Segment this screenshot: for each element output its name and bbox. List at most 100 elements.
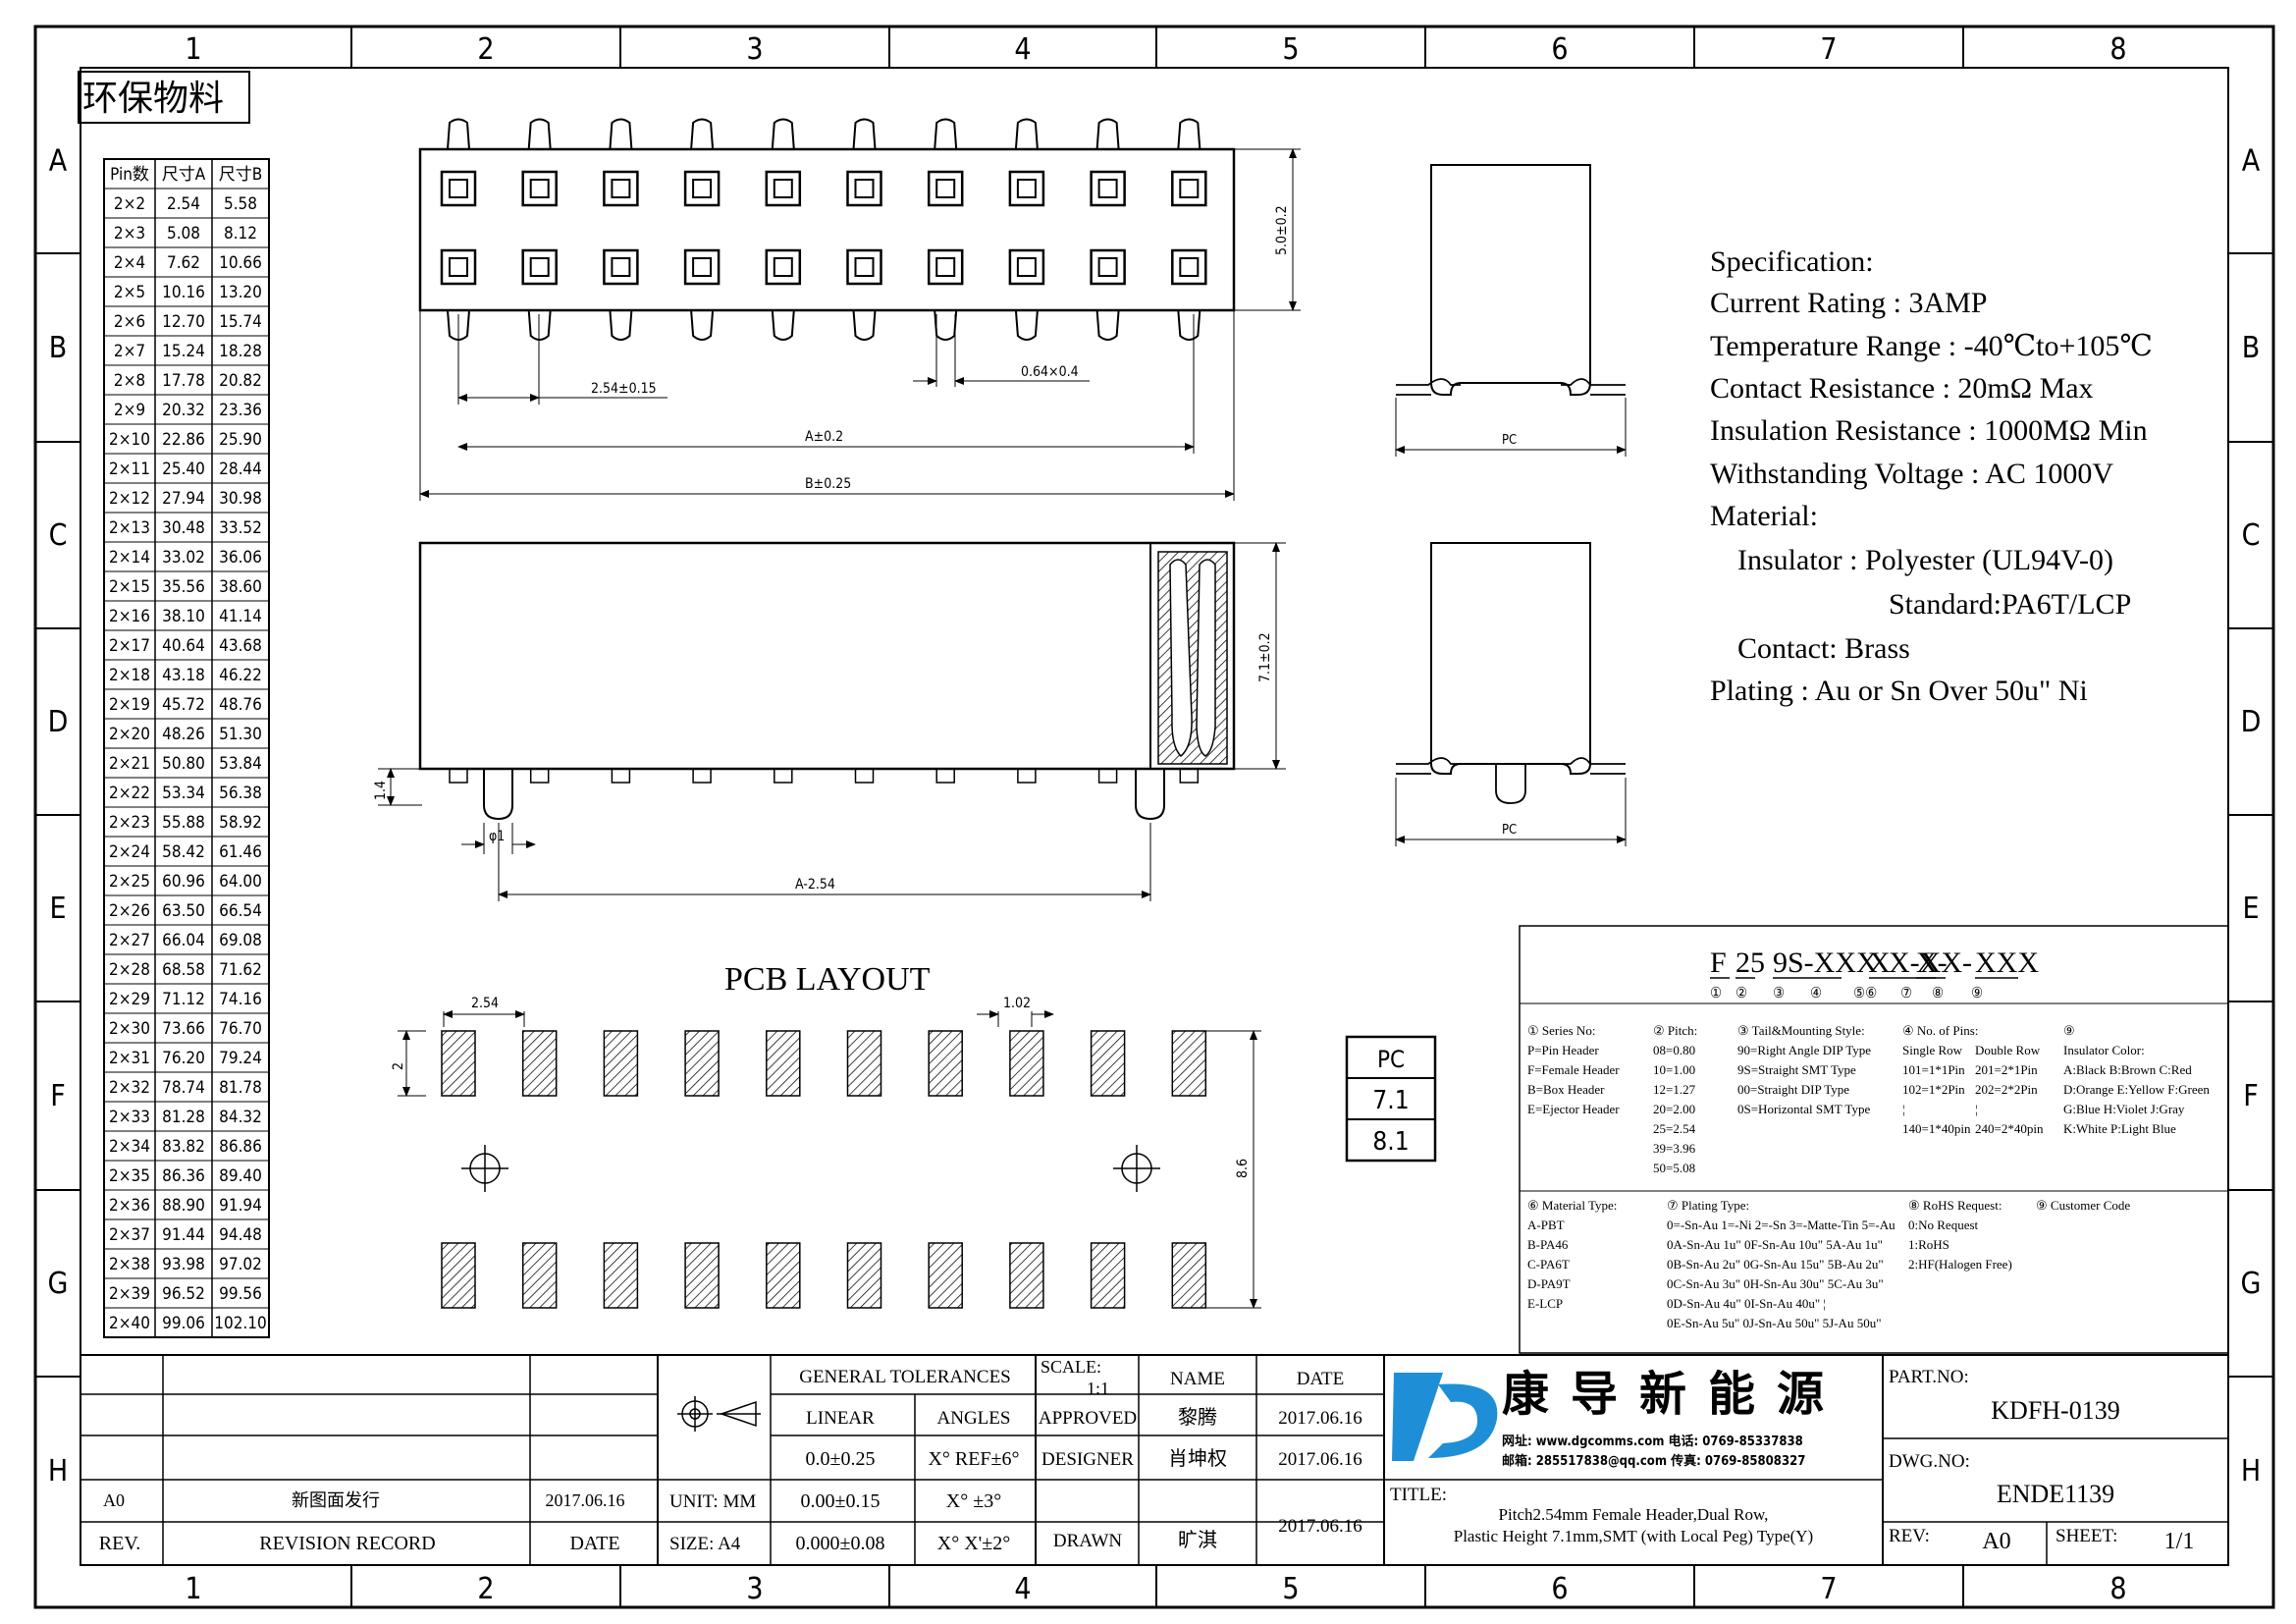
- contact-square: [1090, 170, 1126, 207]
- smt-tab: [692, 768, 712, 784]
- contact-square: [683, 248, 721, 286]
- dim-pitch: 2.54±0.15: [591, 381, 657, 397]
- size-table-cell: 73.66: [162, 1019, 205, 1039]
- drawing-number: ENDE1139: [1997, 1480, 2114, 1508]
- series-option: P=Pin Header: [1527, 1043, 1599, 1057]
- smt-tab: [449, 768, 468, 784]
- size-table-cell: 71.62: [219, 960, 262, 980]
- insulator-color-option: ⑨: [2063, 1023, 2075, 1038]
- series-option: F=Female Header: [1527, 1062, 1620, 1077]
- grid-col-label: 8: [2109, 32, 2126, 67]
- grid-row-label: C: [49, 518, 68, 553]
- title-block: [80, 1354, 2229, 1566]
- contact-square: [927, 248, 964, 286]
- pin-tip-bottom: [1095, 309, 1120, 341]
- pin-tip-top: [934, 118, 958, 150]
- spec-line: Plating : Au or Sn Over 50u" Ni: [1710, 675, 2088, 707]
- contact-square: [521, 248, 558, 286]
- pc-header: PC: [1377, 1046, 1405, 1073]
- pin-tip-bottom: [852, 309, 877, 341]
- peg-hole-left: [461, 1145, 508, 1192]
- contact-square: [927, 170, 964, 207]
- size-table-cell: 45.72: [162, 695, 205, 715]
- size-table-cell: 23.36: [219, 401, 262, 420]
- contact-square: [846, 248, 882, 286]
- plating-option: ⑦ Plating Type:: [1667, 1198, 1749, 1213]
- code-segment: 25: [1735, 947, 1765, 979]
- sheet-label: SHEET:: [2056, 1526, 2117, 1546]
- size-table-cell: 86.86: [219, 1137, 262, 1157]
- size-table-cell: 81.28: [162, 1108, 205, 1127]
- size-table-cell: 25.40: [162, 460, 205, 479]
- pcb-pad: [928, 1030, 963, 1097]
- part-number: KDFH-0139: [1991, 1396, 2119, 1425]
- code-marker: ①: [1710, 984, 1722, 1001]
- pitch-option: ② Pitch:: [1653, 1023, 1697, 1038]
- grid-col-label: 6: [1551, 1572, 1568, 1606]
- size-table-cell: 2×6: [114, 312, 145, 332]
- grid-col-label: 5: [1282, 32, 1299, 67]
- customer-code: ⑨ Customer Code: [2036, 1198, 2130, 1213]
- spec-line: Withstanding Voltage : AC 1000V: [1710, 458, 2113, 490]
- size-table-cell: 78.74: [162, 1078, 205, 1098]
- code-segment: X-XX-: [1889, 947, 1972, 979]
- insulator-color-option: G:Blue H:Violet J:Gray: [2063, 1102, 2185, 1116]
- size-table-cell: 43.18: [162, 666, 205, 685]
- pin-tip-bottom: [1014, 309, 1039, 341]
- grid-col-label: 2: [477, 32, 494, 67]
- pitch-option: 08=0.80: [1653, 1043, 1695, 1057]
- code-marker: ③: [1773, 984, 1785, 1001]
- tail-style-option: 9S=Straight SMT Type: [1737, 1062, 1856, 1077]
- size-table-cell: 74.16: [219, 990, 262, 1009]
- pcb-pad: [441, 1030, 476, 1097]
- plating-option: 0C-Sn-Au 3u" 0H-Sn-Au 30u" 5C-Au 3u": [1667, 1276, 1884, 1291]
- contact-square: [603, 248, 639, 286]
- smt-tab: [935, 768, 955, 784]
- pin-tip-bottom: [527, 309, 552, 341]
- size-table-cell: 2×16: [109, 607, 150, 626]
- size-table-cell: 46.22: [219, 666, 262, 685]
- rohs-option: 1:RoHS: [1908, 1237, 1949, 1252]
- size-table-cell: 2×15: [109, 577, 150, 597]
- contact-square: [603, 170, 639, 207]
- size-table-header: 尺寸B: [219, 165, 263, 185]
- size-table-cell: 43.68: [219, 636, 262, 656]
- pin-tip-top: [1014, 118, 1039, 150]
- spec-line: Contact: Brass: [1737, 632, 1910, 665]
- grid-col-label: 1: [185, 32, 201, 67]
- size-table-cell: 36.06: [219, 548, 262, 568]
- size-table-cell: 38.10: [162, 607, 205, 626]
- pin-tip-top: [1177, 118, 1201, 150]
- size-table-cell: 63.50: [162, 901, 205, 921]
- size-table-cell: 96.52: [162, 1284, 205, 1304]
- pcb-pad: [1171, 1242, 1207, 1309]
- rohs-option: 2:HF(Halogen Free): [1908, 1257, 2012, 1272]
- size-table-cell: 89.40: [219, 1166, 262, 1186]
- material-option: C-PA6T: [1527, 1257, 1570, 1272]
- size-table-cell: 66.04: [162, 931, 205, 950]
- size-table-cell: 17.78: [162, 371, 205, 391]
- size-table-cell: 20.32: [162, 401, 205, 420]
- sheet-value: 1/1: [2164, 1529, 2195, 1554]
- size-table-cell: 53.34: [162, 784, 205, 803]
- size-table-cell: 2×5: [114, 283, 145, 302]
- dim-a-minus: A-2.54: [795, 877, 835, 893]
- plating-option: 0B-Sn-Au 2u" 0G-Sn-Au 15u" 5B-Au 2u": [1667, 1257, 1884, 1272]
- pitch-option: 50=5.08: [1653, 1161, 1695, 1175]
- tail-style-option: ③ Tail&Mounting Style:: [1737, 1023, 1865, 1038]
- rohs-option: 0:No Request: [1908, 1218, 1979, 1232]
- scale-value: 1:1: [1087, 1379, 1109, 1398]
- smt-tab: [1017, 768, 1037, 784]
- insulator-color-option: Insulator Color:: [2063, 1043, 2145, 1057]
- size-table-cell: 35.56: [162, 577, 205, 597]
- pin-tip-top: [690, 118, 715, 150]
- pc-value-2: 8.1: [1372, 1127, 1409, 1157]
- grid-row-label: E: [2242, 892, 2259, 926]
- grid-col-label: 6: [1551, 32, 1568, 67]
- dwg-no-label: DWG.NO:: [1889, 1451, 1970, 1472]
- code-segment: F: [1710, 947, 1727, 979]
- spec-line: Contact Resistance : 20mΩ Max: [1710, 372, 2094, 405]
- pitch-option: 12=1.27: [1653, 1082, 1696, 1097]
- size-table-cell: 2.54: [167, 194, 200, 214]
